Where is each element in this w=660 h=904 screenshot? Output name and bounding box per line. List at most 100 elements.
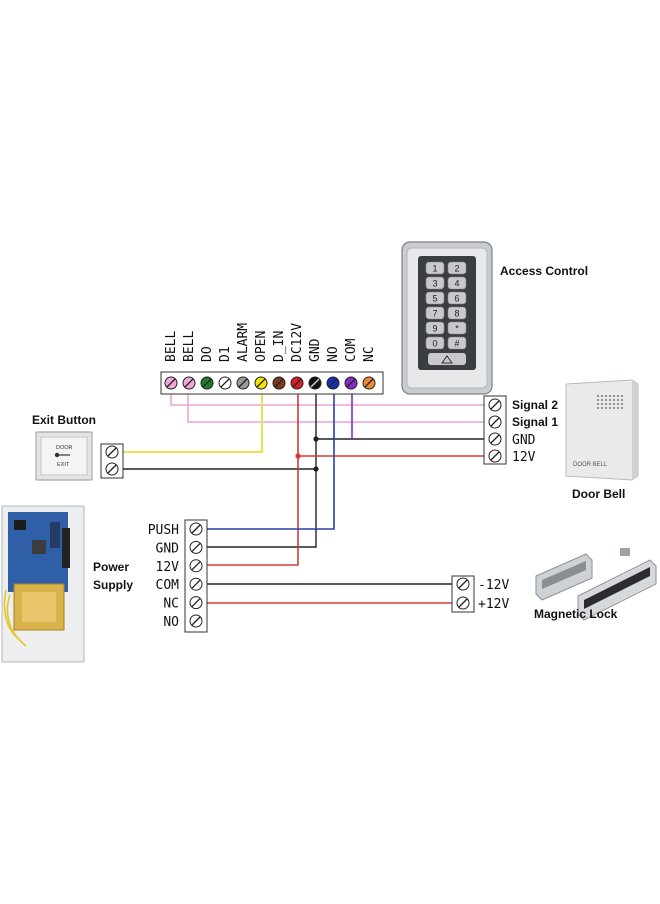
controller-terminal-label: D1 (218, 346, 233, 362)
bell-terminal-signal-1: Signal 1 (512, 415, 558, 429)
keypad-key-label: 5 (432, 294, 437, 304)
power-supply-device (1, 505, 85, 663)
controller-terminal-screw (344, 376, 358, 390)
power-terminal-label: COM (156, 578, 180, 593)
power-terminal-screw (189, 559, 203, 573)
keypad-key: 6 (447, 291, 467, 305)
keypad-key: 8 (447, 306, 467, 320)
lock-terminal-screw (456, 596, 470, 610)
keypad-key: 2 (447, 261, 467, 275)
exit-button-terminal-block (100, 443, 124, 479)
exit-terminal-screw (105, 462, 119, 476)
door-bell-device: DOOR BELL (565, 379, 639, 481)
exit-button-label: Exit Button (32, 413, 96, 427)
controller-terminal-label: D_IN (272, 331, 287, 362)
power-terminal-block: PUSH GND 12V COM NC NO (148, 519, 208, 633)
exit-plate-exit-text: EXIT (57, 462, 70, 468)
keypad-key-label: * (455, 324, 459, 334)
junction-dot (295, 453, 301, 459)
keypad-key-label: 7 (432, 309, 437, 319)
controller-terminal-screw (164, 376, 178, 390)
key-icon (54, 452, 60, 458)
lock-terminal-minus-12v: -12V (478, 578, 509, 593)
controller-terminal-screw (236, 376, 250, 390)
wires (112, 383, 490, 604)
power-terminal-label: NO (163, 615, 179, 630)
controller-terminal-label: DC12V (290, 323, 305, 362)
doorbell-key (428, 353, 466, 365)
wire-no-push (196, 383, 335, 530)
keypad-key-label: 6 (454, 294, 459, 304)
keypad-key-label: 3 (432, 279, 437, 289)
controller-terminal-screw (200, 376, 214, 390)
controller-terminal-screw (362, 376, 376, 390)
power-terminal-label: GND (156, 541, 180, 556)
power-supply-label-line2: Supply (93, 578, 133, 592)
bell-terminal-block (483, 395, 507, 465)
controller-terminal-label: DO (200, 346, 215, 362)
power-terminal-screw (189, 577, 203, 591)
controller-terminal-label: ALARM (236, 323, 251, 362)
magnetic-lock-label: Magnetic Lock (534, 607, 618, 621)
lock-terminal-plus-12v: +12V (478, 597, 509, 612)
keypad-key: 9 (425, 321, 445, 335)
bell-terminal-screw (488, 449, 502, 463)
keypad-key: 7 (425, 306, 445, 320)
controller-terminal-screw (182, 376, 196, 390)
controller-terminal-screw (272, 376, 286, 390)
keypad-key-label: 4 (454, 279, 459, 289)
power-terminal-screw (189, 522, 203, 536)
power-terminal-screw (189, 540, 203, 554)
junction-dot (313, 466, 319, 472)
controller-terminal-screw (218, 376, 232, 390)
controller-terminal-label: NC (362, 346, 377, 362)
wire-open-exit-button (112, 383, 263, 453)
power-terminal-screw (189, 596, 203, 610)
power-terminal-screw (189, 614, 203, 628)
power-terminal-label: PUSH (148, 523, 179, 538)
keypad-key-label: 1 (432, 264, 437, 274)
wire-dc12v (196, 383, 299, 566)
keypad-key: # (447, 336, 467, 350)
bell-terminal-signal-2: Signal 2 (512, 398, 558, 412)
exit-plate-door-text: DOOR (56, 445, 73, 451)
bell-icon (441, 355, 453, 364)
power-terminal-label: 12V (156, 560, 180, 575)
controller-terminal-label: GND (308, 338, 323, 362)
bell-terminal-screw (488, 398, 502, 412)
power-supply-label-line1: Power (93, 560, 129, 574)
keypad-key: 5 (425, 291, 445, 305)
power-terminal-label: NC (163, 597, 179, 612)
door-bell-device-text: DOOR BELL (573, 462, 608, 468)
keypad-key-label: 9 (432, 324, 437, 334)
controller-terminal-label: OPEN (254, 331, 269, 362)
bell-terminal-12v: 12V (512, 450, 536, 465)
access-control-keypad: 1 2 3 4 5 6 7 8 9 * 0 # (401, 241, 493, 395)
keypad-key: * (447, 321, 467, 335)
door-bell-label: Door Bell (572, 487, 625, 501)
junction-dot (313, 436, 319, 442)
exit-terminal-screw (105, 445, 119, 459)
controller-terminal-label: BELL (182, 331, 197, 362)
exit-button-device: DOOR EXIT (35, 431, 93, 481)
keypad-key-label: 2 (454, 264, 459, 274)
controller-terminal-label: NO (326, 346, 341, 362)
keypad-key: 3 (425, 276, 445, 290)
wire-bell-signal-1 (187, 383, 490, 423)
controller-terminal-screw (308, 376, 322, 390)
controller-terminal-screw (290, 376, 304, 390)
keypad-key-label: 0 (432, 339, 437, 349)
controller-terminal-screw (254, 376, 268, 390)
keypad-key: 4 (447, 276, 467, 290)
keypad-key: 1 (425, 261, 445, 275)
lock-terminal-screw (456, 577, 470, 591)
access-control-label: Access Control (500, 264, 588, 278)
controller-terminal-label: COM (344, 338, 359, 362)
lock-terminal-block (451, 575, 475, 613)
bell-terminal-screw (488, 415, 502, 429)
magnetic-lock-device (535, 548, 657, 621)
keypad-key-label: 8 (454, 309, 459, 319)
controller-terminal-screw (326, 376, 340, 390)
